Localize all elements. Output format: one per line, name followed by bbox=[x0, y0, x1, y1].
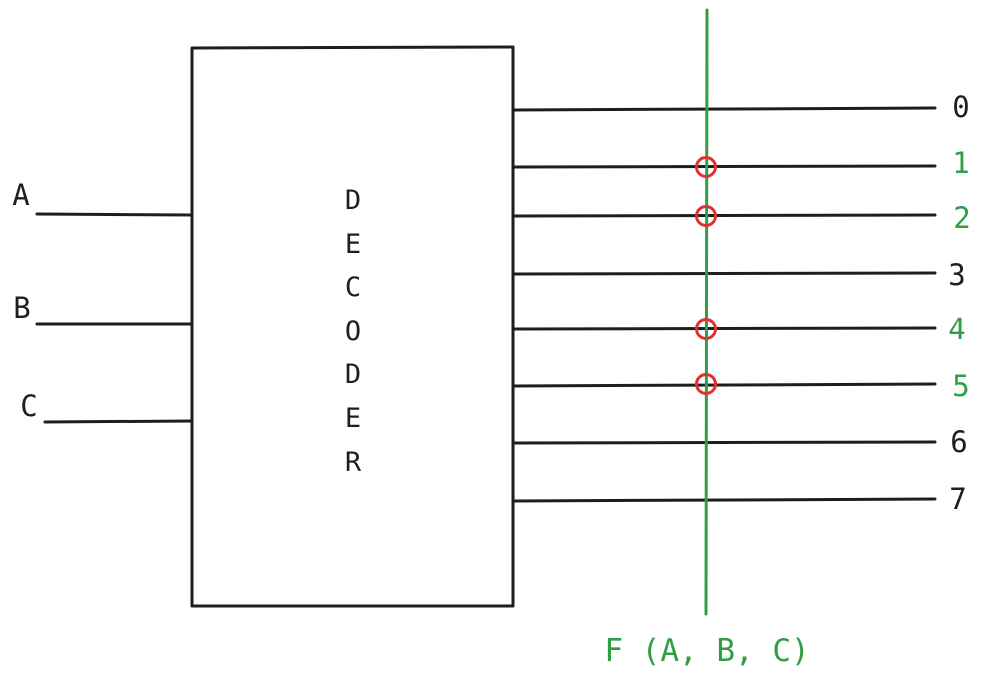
output-label-6: 6 bbox=[950, 425, 967, 459]
decoder-label-letter: O bbox=[345, 316, 361, 347]
input-label-c: C bbox=[20, 389, 37, 423]
output-lines bbox=[511, 106, 937, 503]
decoder-label-letter: D bbox=[345, 185, 361, 216]
output-label-1: 1 bbox=[952, 146, 969, 180]
decoder-label-letter: C bbox=[345, 272, 361, 303]
output-line-1 bbox=[511, 164, 937, 169]
minterm-markers bbox=[695, 156, 717, 395]
decoder-label-letter: R bbox=[345, 447, 362, 478]
output-label-7: 7 bbox=[949, 482, 966, 516]
output-labels: 0 1 2 3 4 5 6 7 bbox=[948, 90, 970, 516]
decoder-label-letter: E bbox=[345, 403, 361, 434]
minterm-marker-4 bbox=[695, 318, 717, 340]
minterm-marker-1 bbox=[695, 156, 717, 178]
output-line-4 bbox=[511, 326, 937, 331]
input-line-a bbox=[35, 212, 194, 217]
minterm-marker-5 bbox=[695, 373, 717, 395]
output-line-2 bbox=[511, 213, 937, 218]
input-lines bbox=[35, 212, 194, 424]
output-line-7 bbox=[511, 497, 937, 503]
minterm-marker-2 bbox=[695, 205, 717, 227]
output-label-4: 4 bbox=[948, 312, 965, 346]
function-label: F (A, B, C) bbox=[604, 633, 809, 669]
function-line bbox=[704, 8, 709, 616]
decoder-label: D E C O D E R bbox=[345, 185, 362, 478]
output-line-6 bbox=[511, 440, 937, 445]
decoder-label-letter: E bbox=[345, 229, 361, 260]
output-label-3: 3 bbox=[948, 258, 965, 292]
output-label-0: 0 bbox=[952, 90, 969, 124]
input-line-c bbox=[43, 419, 194, 424]
output-label-5: 5 bbox=[952, 369, 969, 403]
decoder-label-letter: D bbox=[345, 359, 361, 390]
input-labels: A B C bbox=[12, 178, 37, 423]
output-line-3 bbox=[511, 271, 937, 276]
output-line-5 bbox=[511, 382, 937, 388]
input-label-a: A bbox=[12, 178, 29, 212]
output-label-2: 2 bbox=[953, 201, 970, 235]
input-label-b: B bbox=[13, 291, 30, 325]
output-line-0 bbox=[511, 106, 937, 112]
